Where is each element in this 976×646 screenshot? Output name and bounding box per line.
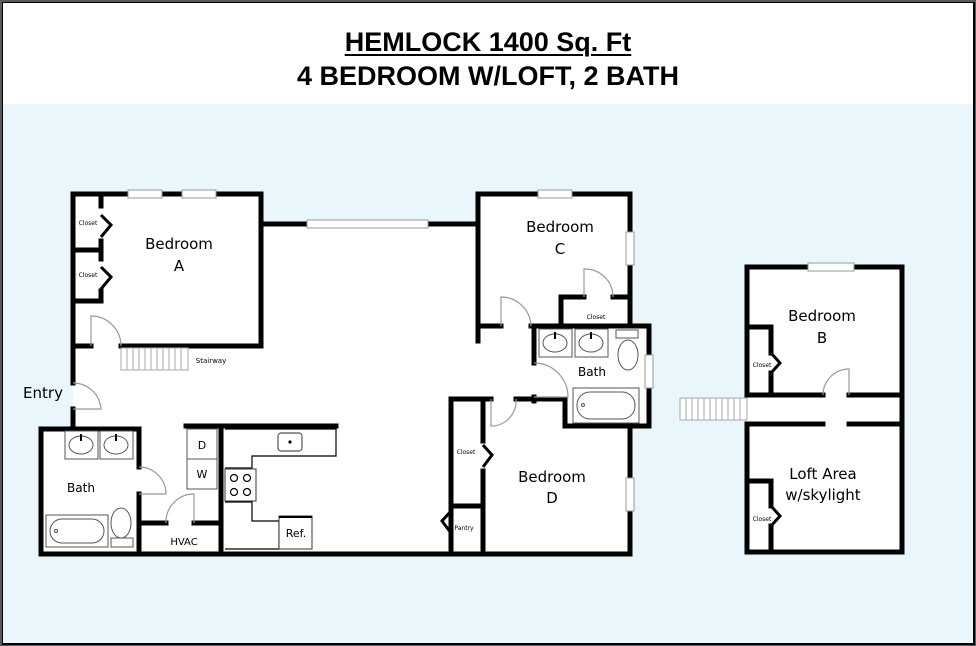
bedroom-c-label: Bedroom — [526, 218, 594, 236]
stairway-label: Stairway — [196, 357, 226, 365]
svg-text:C: C — [555, 240, 565, 258]
bath-right-label: Bath — [578, 365, 606, 379]
toilet-icon — [110, 507, 132, 539]
stairway-steps — [120, 347, 189, 371]
bath-right-fixtures — [538, 328, 640, 424]
svg-text:B: B — [817, 329, 827, 347]
closet-label: Closet — [457, 449, 476, 456]
svg-text:A: A — [174, 257, 185, 275]
refrigerator-label: Ref. — [286, 527, 307, 540]
plan-title: HEMLOCK 1400 Sq. Ft — [344, 27, 632, 57]
main-floor — [38, 189, 654, 557]
doors — [72, 268, 614, 524]
room-labels: Bedroom A Bedroom C Bedroom D Bedroom B … — [23, 218, 861, 548]
bedroom-d-label: Bedroom — [518, 468, 586, 486]
closet-label: Closet — [587, 314, 606, 321]
bedroom-a-label: Bedroom — [145, 235, 213, 253]
loft-floor — [679, 262, 905, 555]
loft-stair-steps — [679, 397, 748, 421]
entry-label: Entry — [23, 384, 63, 402]
closet-label: Closet — [753, 362, 772, 369]
closet-label: Closet — [753, 516, 772, 523]
closet-doors — [99, 213, 494, 534]
dryer-label: D — [198, 439, 206, 452]
closet-label: Closet — [79, 220, 98, 227]
bath-left-label: Bath — [67, 481, 95, 495]
svg-text:w/skylight: w/skylight — [785, 486, 861, 504]
windows — [127, 189, 654, 512]
loft-area-label: Loft Area — [789, 465, 856, 483]
kitchen — [224, 428, 337, 550]
washer-dryer — [186, 428, 218, 490]
bedroom-b-label: Bedroom — [788, 307, 856, 325]
plan-subtitle: 4 BEDROOM W/LOFT, 2 BATH — [297, 61, 679, 91]
svg-text:D: D — [546, 489, 558, 507]
washer-label: W — [197, 468, 208, 481]
loft-walls — [744, 264, 905, 555]
closet-label: Closet — [79, 272, 98, 279]
bath-left-fixtures — [45, 430, 134, 548]
header: HEMLOCK 1400 Sq. Ft 4 BEDROOM W/LOFT, 2 … — [3, 3, 973, 104]
pantry-label: Pantry — [454, 525, 474, 532]
hvac-label: HVAC — [170, 537, 197, 548]
